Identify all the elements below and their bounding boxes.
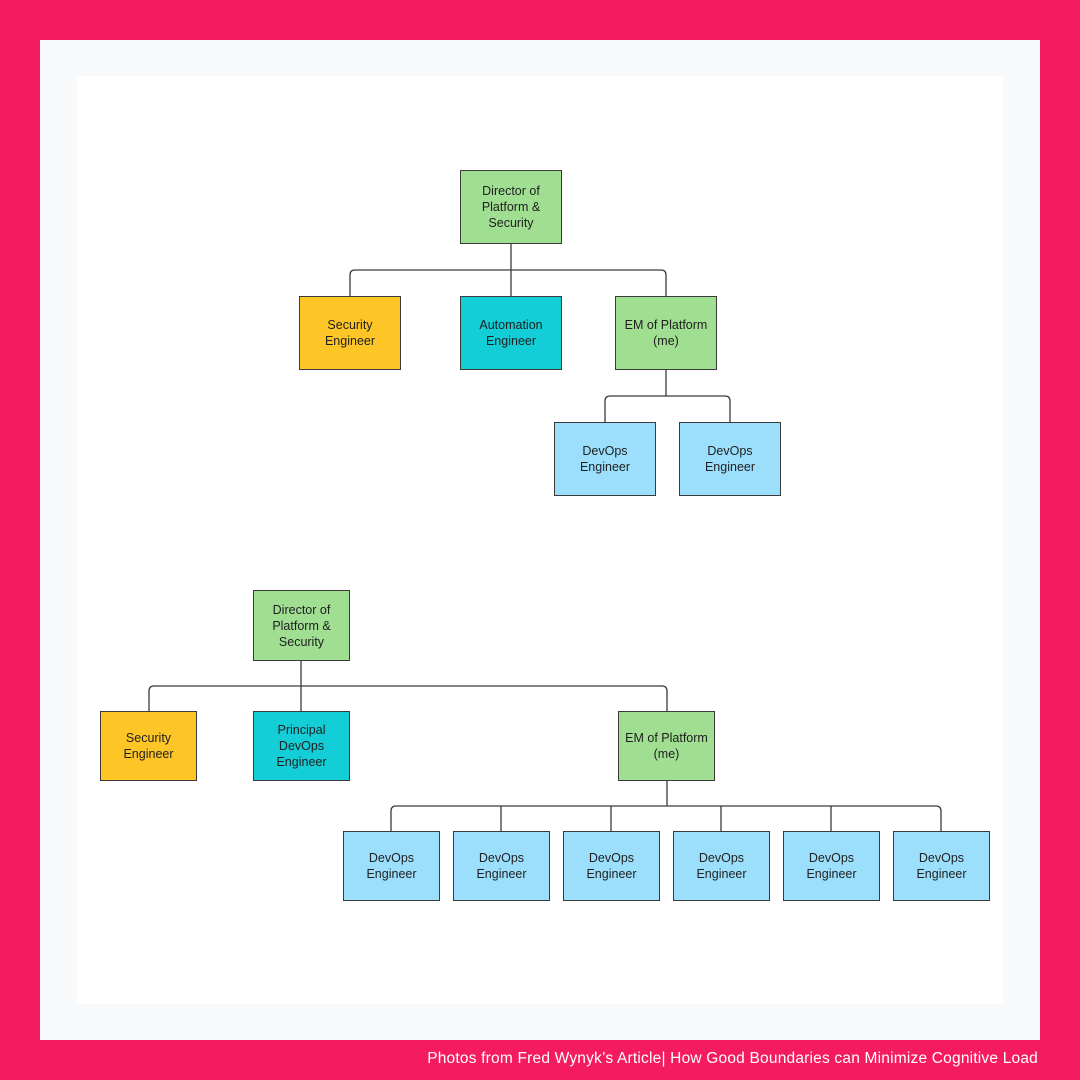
bottom-devops-node: DevOps Engineer bbox=[673, 831, 770, 901]
top-director-node: Director of Platform & Security bbox=[460, 170, 562, 244]
bottom-principal-devops-label: Principal DevOps Engineer bbox=[276, 723, 327, 769]
top-devops-node: DevOps Engineer bbox=[679, 422, 781, 496]
bottom-devops-node: DevOps Engineer bbox=[343, 831, 440, 901]
bottom-principal-devops-node: Principal DevOps Engineer bbox=[253, 711, 350, 781]
bottom-devops-node: DevOps Engineer bbox=[563, 831, 660, 901]
bottom-devops-node: DevOps Engineer bbox=[453, 831, 550, 901]
connector-bottom-devops-1 bbox=[390, 805, 397, 831]
top-director-label: Director of Platform & Security bbox=[481, 184, 541, 230]
connector-top-devops-1 bbox=[604, 395, 611, 422]
bottom-security-engineer-label: Security Engineer bbox=[123, 731, 174, 761]
top-devops-label: DevOps Engineer bbox=[704, 444, 756, 474]
photo-caption: Photos from Fred Wynyk’s Article| How Go… bbox=[427, 1050, 1038, 1067]
top-security-engineer-label: Security Engineer bbox=[324, 318, 376, 348]
bottom-director-node: Director of Platform & Security bbox=[253, 590, 350, 661]
bottom-devops-label: DevOps Engineer bbox=[916, 851, 967, 881]
top-automation-engineer-node: Automation Engineer bbox=[460, 296, 562, 370]
connector-top-devops-bar bbox=[610, 395, 731, 422]
bottom-em-label: EM of Platform (me) bbox=[625, 731, 708, 761]
bottom-director-label: Director of Platform & Security bbox=[272, 602, 331, 649]
bottom-em-node: EM of Platform (me) bbox=[618, 711, 715, 781]
bottom-devops-label: DevOps Engineer bbox=[806, 851, 857, 881]
connector-top-security bbox=[349, 269, 356, 296]
top-automation-engineer-label: Automation Engineer bbox=[479, 318, 543, 348]
connector-bottom-devops-bar bbox=[396, 805, 942, 831]
top-em-node: EM of Platform (me) bbox=[615, 296, 717, 370]
top-devops-node: DevOps Engineer bbox=[554, 422, 656, 496]
top-security-engineer-node: Security Engineer bbox=[299, 296, 401, 370]
connector-top-level1-bar bbox=[355, 269, 667, 296]
bottom-devops-node: DevOps Engineer bbox=[783, 831, 880, 901]
bottom-devops-label: DevOps Engineer bbox=[586, 851, 637, 881]
bottom-devops-label: DevOps Engineer bbox=[476, 851, 527, 881]
connector-bottom-security bbox=[148, 685, 155, 711]
connector-bottom-level1-bar bbox=[154, 685, 668, 711]
top-em-label: EM of Platform (me) bbox=[624, 318, 708, 348]
bottom-devops-label: DevOps Engineer bbox=[696, 851, 747, 881]
bottom-devops-label: DevOps Engineer bbox=[366, 851, 417, 881]
bottom-devops-node: DevOps Engineer bbox=[893, 831, 990, 901]
top-devops-label: DevOps Engineer bbox=[579, 444, 631, 474]
bottom-security-engineer-node: Security Engineer bbox=[100, 711, 197, 781]
